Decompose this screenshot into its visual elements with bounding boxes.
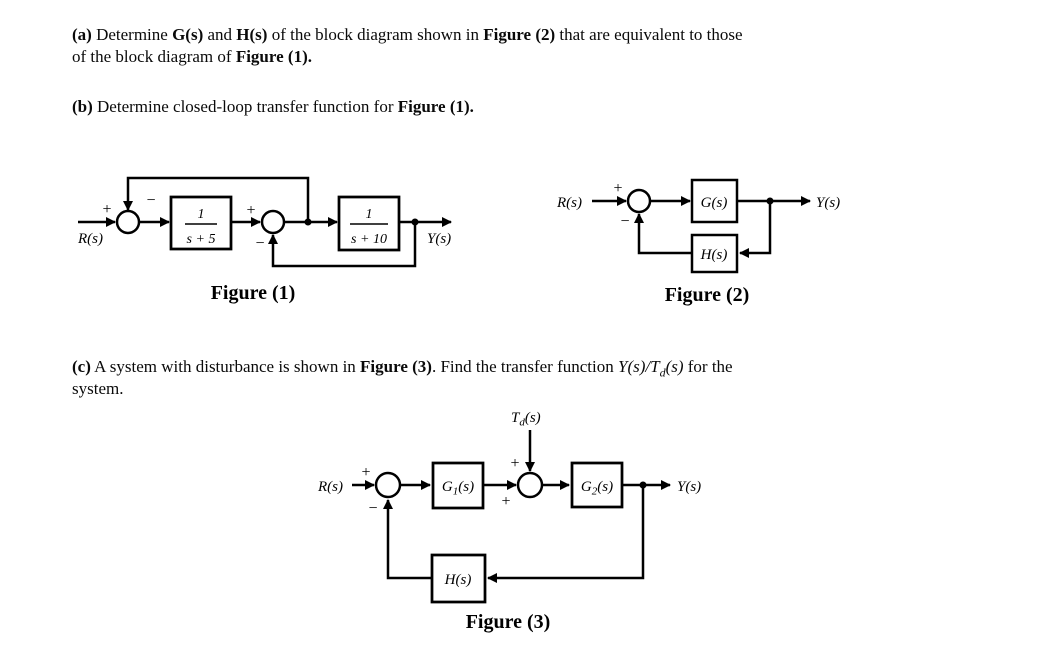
text-segment: . Find the transfer function xyxy=(431,357,618,376)
fig3-g2-sub: 2 xyxy=(592,486,598,498)
fig3-summing-junction-1 xyxy=(374,471,402,499)
fig3-g1-block xyxy=(431,461,485,510)
fig3-sum1-plus-sign: + xyxy=(361,464,370,481)
text-segment: of the block diagram of xyxy=(72,47,236,66)
fig1-sum1-minus-sign: − xyxy=(146,192,155,209)
fig2-caption: Figure (2) xyxy=(665,284,750,306)
fig3-h-block xyxy=(430,553,487,604)
text-segment: and xyxy=(203,25,237,44)
hs-bold: H(s) xyxy=(236,25,268,44)
fig1-branch-node-1 xyxy=(304,218,312,226)
fig2-h-to-sum-path xyxy=(634,213,692,255)
fig2-y-label: Y(s) xyxy=(816,195,840,211)
figure2-diagram: R(s) + − G(s) Y(s) H(s) Figure (2) xyxy=(556,178,840,306)
fig2-h-block-label: H(s) xyxy=(700,247,728,263)
text-segment: for the xyxy=(683,357,733,376)
figure3-ref: Figure (3) xyxy=(360,357,432,376)
fig2-feedback-to-h-path xyxy=(739,201,772,258)
td-subscript: d xyxy=(659,365,666,380)
fig1-block-1-over-s-plus-5 xyxy=(169,195,233,251)
transfer-function-math: (s) xyxy=(665,357,684,376)
fig3-sum2-plus-top-sign: + xyxy=(510,455,519,472)
problem-part-a: (a) Determine G(s) and H(s) of the block… xyxy=(72,24,972,68)
fig2-summing-junction xyxy=(626,188,652,214)
text-segment: Determine closed-loop transfer function … xyxy=(92,97,398,116)
problem-part-c: (c) A system with disturbance is shown i… xyxy=(72,356,962,400)
fig3-g2-main: G xyxy=(581,479,592,495)
figure3-diagram: Td(s) R(s) + − G1(s) + + G2(s) Y(s) H(s)… xyxy=(317,410,701,633)
fig3-y-label: Y(s) xyxy=(677,479,701,495)
fig1-summing-junction-1 xyxy=(115,209,141,235)
fig3-td-main: T xyxy=(511,410,521,426)
part-c-line2: system. xyxy=(72,378,962,400)
fig1-top-feedback-path xyxy=(123,176,310,222)
fig2-g-block-label: G(s) xyxy=(701,195,728,211)
gs-bold: G(s) xyxy=(172,25,204,44)
fig1-block1-denominator: s + 5 xyxy=(187,232,216,247)
fig2-r-label: R(s) xyxy=(556,195,582,211)
figure1-ref: Figure (1). xyxy=(397,97,474,116)
fig1-y-label: Y(s) xyxy=(427,231,451,247)
fig1-summing-junction-2 xyxy=(260,209,286,235)
figure1-ref: Figure (1). xyxy=(235,47,312,66)
part-a-label: (a) xyxy=(72,25,92,44)
transfer-function-math: Y(s)/T xyxy=(617,357,660,376)
fig3-td-sub: d xyxy=(519,417,525,429)
fig1-block2-numerator: 1 xyxy=(366,207,373,222)
fig3-sum1-minus-sign: − xyxy=(368,500,377,517)
figure2-ref: Figure (2) xyxy=(483,25,556,44)
figure1-diagram: R(s) + − 1 s + 5 + − 1 s + 10 Y(s) Figur xyxy=(77,176,452,304)
problem-part-b: (b) Determine closed-loop transfer funct… xyxy=(72,96,972,118)
text-segment: system. xyxy=(72,379,124,398)
fig1-sum1-plus-sign: + xyxy=(102,201,111,218)
fig1-sum2-plus-sign: + xyxy=(246,202,255,219)
fig3-h-to-sum1-path xyxy=(383,499,432,580)
fig3-g1-paren: (s) xyxy=(458,479,474,495)
part-c-line1: (c) A system with disturbance is shown i… xyxy=(72,356,962,378)
fig3-g1-block-label: G1(s) xyxy=(442,479,474,498)
fig1-sum2-minus-sign: − xyxy=(255,235,264,252)
fig3-g1-sub: 1 xyxy=(453,486,459,498)
fig1-block2-denominator: s + 10 xyxy=(351,232,387,247)
fig1-r-label: R(s) xyxy=(77,231,103,247)
text-segment: that are equivalent to those xyxy=(555,25,743,44)
fig2-h-block xyxy=(690,233,739,274)
fig3-caption: Figure (3) xyxy=(466,611,551,633)
fig3-td-label: Td(s) xyxy=(511,410,541,429)
fig3-feedback-to-h-path xyxy=(487,485,645,583)
fig3-td-paren: (s) xyxy=(525,410,541,426)
fig1-bottom-feedback-path xyxy=(268,222,417,268)
text-segment: A system with disturbance is shown in xyxy=(90,357,361,376)
text-segment: Determine xyxy=(91,25,173,44)
part-c-label: (c) xyxy=(72,357,91,376)
part-b-label: (b) xyxy=(72,97,93,116)
text-segment: of the block diagram shown in xyxy=(267,25,484,44)
fig1-block1-numerator: 1 xyxy=(198,207,205,222)
fig3-summing-junction-2 xyxy=(516,471,544,499)
fig2-sum-minus-sign: − xyxy=(620,213,629,230)
fig3-r-label: R(s) xyxy=(317,479,343,495)
fig3-g2-paren: (s) xyxy=(597,479,613,495)
part-a-line2: of the block diagram of Figure (1). xyxy=(72,46,972,68)
part-a-line1: (a) Determine G(s) and H(s) of the block… xyxy=(72,24,972,46)
fig3-g1-main: G xyxy=(442,479,453,495)
fig2-sum-plus-sign: + xyxy=(613,180,622,197)
fig3-g2-block-label: G2(s) xyxy=(581,479,613,498)
fig1-caption: Figure (1) xyxy=(211,282,296,304)
fig3-h-block-label: H(s) xyxy=(444,572,472,588)
fig3-sum2-plus-left-sign: + xyxy=(501,493,510,510)
